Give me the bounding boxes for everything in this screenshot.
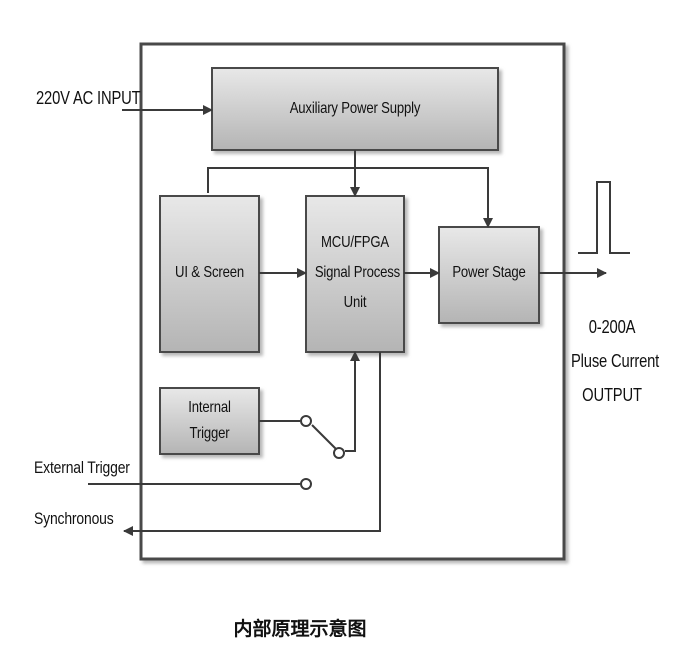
synchronous-label: Synchronous xyxy=(34,509,114,528)
mcu-label-line-3: Unit xyxy=(343,294,367,311)
diagram-caption: 内部原理示意图 xyxy=(233,618,367,640)
switch-to-mcu-line xyxy=(345,351,360,452)
mcu-label: MCU/FPGA Signal Process Unit xyxy=(314,228,401,318)
power-stage-label: Power Stage xyxy=(452,264,526,281)
pulse-waveform xyxy=(578,181,630,254)
ui-screen-block xyxy=(159,195,260,353)
output-label: 0-200A Pluse Current OUTPUT xyxy=(571,310,660,412)
mcu-label-line-1: MCU/FPGA xyxy=(321,234,389,251)
aux-power-label: Auxiliary Power Supply xyxy=(289,100,421,117)
switch-blade xyxy=(311,424,337,450)
output-line-1: 0-200A xyxy=(588,317,636,337)
external-trigger-label: External Trigger xyxy=(34,458,130,477)
switch-contact-external xyxy=(300,478,312,490)
output-line-2: Pluse Current xyxy=(571,351,660,371)
internal-trigger-line-2: Trigger xyxy=(189,425,230,442)
output-line-3: OUTPUT xyxy=(582,385,642,405)
ui-screen-label: UI & Screen xyxy=(175,264,244,281)
synchronous-line xyxy=(123,352,381,536)
mcu-label-line-2: Signal Process xyxy=(314,264,401,281)
switch-pole xyxy=(333,447,345,459)
internal-trigger-block xyxy=(159,387,260,455)
aux-power-block xyxy=(211,67,499,151)
aux-bus-horizontal xyxy=(207,167,493,228)
internal-trigger-label: Internal Trigger xyxy=(169,395,250,447)
internal-trigger-line-1: Internal xyxy=(188,399,231,416)
ac-input-label: 220V AC INPUT xyxy=(36,88,141,108)
power-stage-block xyxy=(438,226,540,324)
switch-contact-internal xyxy=(300,415,312,427)
